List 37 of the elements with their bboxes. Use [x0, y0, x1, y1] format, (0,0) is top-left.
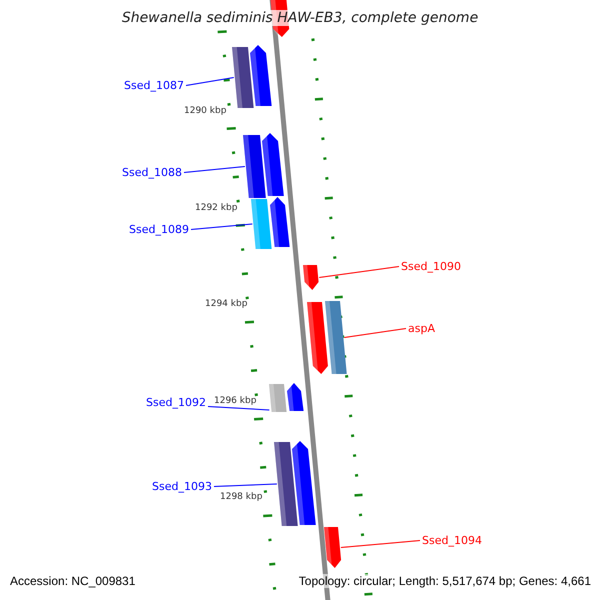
gene-label: Ssed_1088 — [122, 166, 182, 179]
tick-label: 1294 kbp — [205, 299, 248, 310]
genome-info-text: Topology: circular; Length: 5,517,674 bp; Genes: 4,661 — [298, 574, 591, 588]
leader-line — [190, 224, 253, 230]
gene-pentagon — [307, 302, 329, 374]
leader-line — [186, 77, 234, 86]
gene-block — [243, 135, 266, 198]
gene-pentagon — [287, 383, 304, 411]
leader-line — [344, 328, 406, 338]
tick-label: 1290 kbp — [184, 106, 226, 117]
leader-line — [208, 406, 270, 410]
gene-block — [232, 47, 254, 108]
gene-block — [251, 199, 272, 249]
gene-pentagon — [303, 265, 320, 290]
gene-block — [269, 384, 287, 412]
gene-label: Ssed_1090 — [401, 260, 461, 273]
gene-block — [274, 442, 298, 526]
gene-label: Ssed_1089 — [129, 223, 189, 236]
leader-line — [340, 540, 420, 548]
gene-pentagon — [270, 197, 290, 247]
tick-label: 1296 kbp — [214, 396, 256, 407]
gene-pentagon — [250, 45, 272, 106]
leader-line — [214, 484, 278, 487]
gene-pentagon — [324, 527, 342, 568]
gene-label: Ssed_1092 — [146, 396, 206, 409]
gene-label: aspA — [408, 322, 435, 335]
gene-label: Ssed_1094 — [422, 534, 482, 547]
gene-pentagon — [262, 133, 284, 196]
gene-block — [325, 301, 347, 374]
leader-line — [318, 266, 400, 278]
gene-label: Ssed_1093 — [152, 480, 212, 493]
leader-line — [184, 166, 246, 173]
gene-pentagon — [292, 441, 316, 525]
accession-text: Accession: NC_009831 — [10, 574, 136, 588]
tick-label: 1292 kbp — [195, 203, 238, 214]
gene-label: Ssed_1087 — [124, 79, 184, 92]
tick-label: 1298 kbp — [220, 492, 262, 503]
